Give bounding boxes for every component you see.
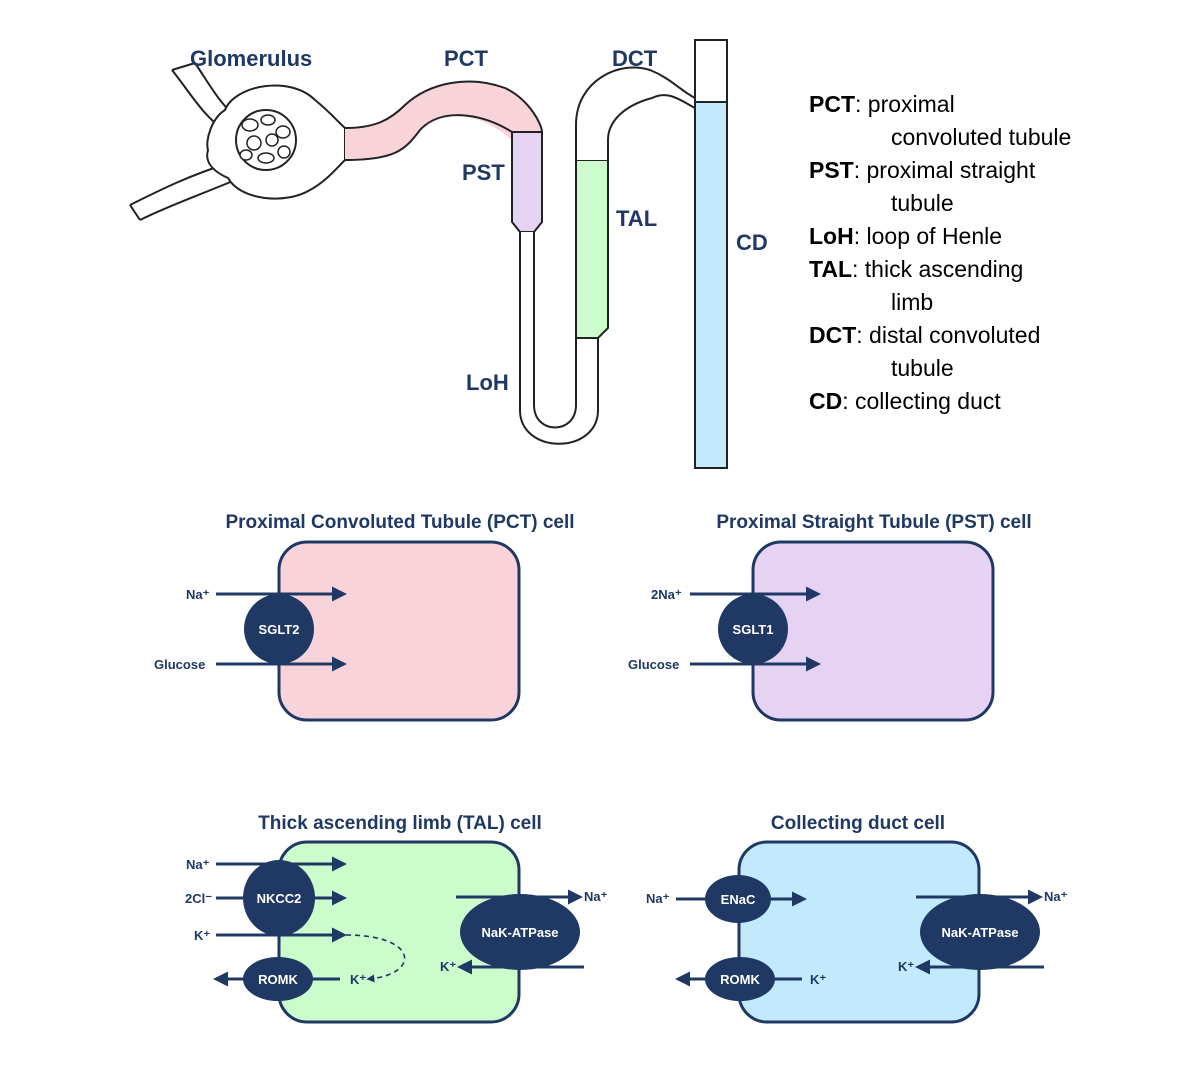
- legend-entry-cd: CD: collecting duct: [809, 385, 1189, 418]
- legend-entry-loh: LoH: loop of Henle: [809, 220, 1189, 253]
- pct-cell-body: [277, 540, 521, 722]
- pct-cell-title: Proximal Convoluted Tubule (PCT) cell: [225, 512, 574, 533]
- enac-label: ENaC: [721, 892, 756, 907]
- loop-of-henle: [519, 232, 599, 445]
- label-cd: CD: [736, 230, 768, 255]
- legend-desc: : proximal: [855, 91, 955, 117]
- legend-desc: : proximal straight: [853, 157, 1036, 183]
- legend-desc-cont: limb: [891, 289, 934, 315]
- cd-nak-atpase-label: NaK-ATPase: [941, 925, 1018, 940]
- pst-cell-body: [751, 540, 995, 722]
- tal-ion-na: Na⁺: [186, 857, 210, 872]
- pst-cell-panel: Proximal Straight Tubule (PST) cell SGLT…: [628, 512, 1032, 722]
- legend-desc-cont: tubule: [891, 355, 954, 381]
- cd-pump-ion-na: Na⁺: [1044, 889, 1068, 904]
- abbreviation-legend: PCT: proximal convoluted tubule PST: pro…: [809, 88, 1189, 418]
- tal-romk-transporter: [243, 957, 313, 1001]
- pct-segment: [345, 81, 542, 160]
- tal-segment: [575, 159, 609, 339]
- legend-entry-dct: DCT: distal convoluted tubule: [809, 319, 1189, 385]
- pst-cell-title: Proximal Straight Tubule (PST) cell: [716, 512, 1031, 533]
- capillary-loops: [239, 114, 291, 164]
- sglt2-transporter: [244, 594, 314, 664]
- tal-romk-label: ROMK: [258, 972, 298, 987]
- cd-pump-ion-k: K⁺: [898, 959, 914, 974]
- tal-ion-k-recycle: K⁺: [350, 972, 366, 987]
- legend-desc: : loop of Henle: [853, 223, 1003, 249]
- cd-ion-na: Na⁺: [646, 891, 670, 906]
- legend-desc: : collecting duct: [842, 388, 1001, 414]
- cd-cell-title: Collecting duct cell: [771, 813, 945, 834]
- cd-nak-atpase: [920, 894, 1040, 970]
- label-tal: TAL: [616, 206, 657, 231]
- pct-ion-na: Na⁺: [186, 587, 210, 602]
- cd-romk-transporter: [705, 957, 775, 1001]
- pct-ion-glucose: Glucose: [154, 657, 205, 672]
- legend-abbr: CD: [809, 388, 843, 414]
- tal-pump-ion-na: Na⁺: [584, 889, 608, 904]
- legend-entry-tal: TAL: thick ascending limb: [809, 253, 1189, 319]
- legend-desc-cont: convoluted tubule: [891, 124, 1072, 150]
- cell-diagrams: Proximal Convoluted Tubule (PCT) cell SG…: [154, 512, 1068, 1024]
- cd-segment: [694, 101, 728, 469]
- legend-abbr: TAL: [809, 256, 853, 282]
- efferent-arteriole-inner: [139, 177, 241, 221]
- label-pst: PST: [462, 160, 505, 185]
- legend-abbr: DCT: [809, 322, 857, 348]
- legend-desc: : thick ascending: [852, 256, 1024, 282]
- pst-ion-glucose: Glucose: [628, 657, 679, 672]
- tal-cell-panel: Thick ascending limb (TAL) cell NKCC2 Na…: [185, 813, 608, 1024]
- legend-entry-pst: PST: proximal straight tubule: [809, 154, 1189, 220]
- legend-desc: : distal convoluted: [856, 322, 1041, 348]
- tal-ion-2cl: 2Cl⁻: [185, 891, 212, 906]
- sglt1-transporter: [718, 594, 788, 664]
- pct-cell-panel: Proximal Convoluted Tubule (PCT) cell SG…: [154, 512, 575, 722]
- cd-segment-top: [694, 39, 728, 103]
- tal-ion-k: K⁺: [194, 928, 210, 943]
- legend-abbr: PST: [809, 157, 854, 183]
- nkcc2-label: NKCC2: [257, 891, 302, 906]
- cd-ion-k: K⁺: [810, 972, 826, 987]
- cd-romk-label: ROMK: [720, 972, 760, 987]
- tal-cell-title: Thick ascending limb (TAL) cell: [258, 813, 542, 834]
- label-loh: LoH: [466, 370, 509, 395]
- label-pct: PCT: [444, 46, 489, 71]
- legend-abbr: PCT: [809, 91, 855, 117]
- sglt2-label: SGLT2: [259, 622, 300, 637]
- sglt1-label: SGLT1: [733, 622, 774, 637]
- tal-k-recycle-path: [345, 934, 406, 983]
- tal-nak-atpase-label: NaK-ATPase: [481, 925, 558, 940]
- cd-cell-panel: Collecting duct cell ENaC Na⁺ ROMK K⁺ Na…: [646, 813, 1068, 1024]
- label-dct: DCT: [612, 46, 658, 71]
- tal-nak-atpase: [460, 894, 580, 970]
- nephron-diagram: Glomerulus PCT DCT PST TAL CD LoH: [129, 39, 768, 469]
- pst-segment: [511, 131, 543, 233]
- nkcc2-transporter: [243, 860, 315, 936]
- legend-entry-pct: PCT: proximal convoluted tubule: [809, 88, 1189, 154]
- pst-ion-2na: 2Na⁺: [651, 587, 682, 602]
- dct-segment: [575, 66, 696, 160]
- legend-desc-cont: tubule: [891, 190, 954, 216]
- label-glomerulus: Glomerulus: [190, 46, 312, 71]
- legend-abbr: LoH: [809, 223, 854, 249]
- tal-pump-ion-k: K⁺: [440, 959, 456, 974]
- enac-transporter: [705, 875, 771, 923]
